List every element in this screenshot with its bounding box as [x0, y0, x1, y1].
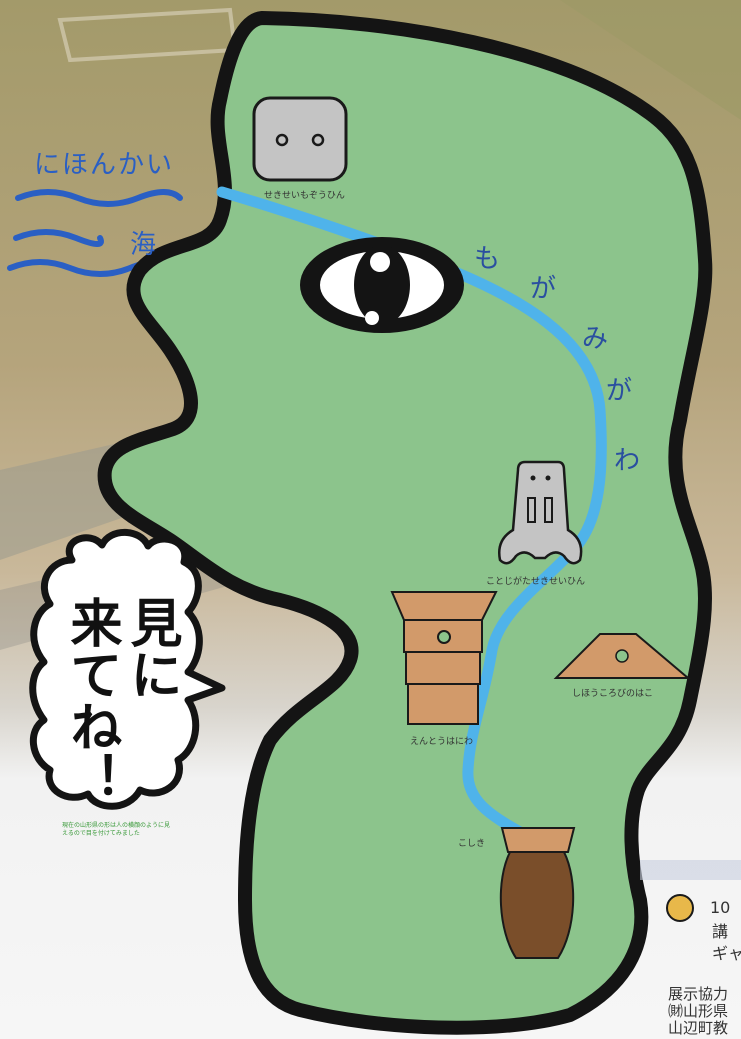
sea-kanji: 海 — [130, 230, 157, 260]
stone-box-artifact — [553, 633, 691, 679]
site-label-clay-figure: せきせいもぞうひん — [264, 191, 345, 201]
sea-label: にほんかい — [34, 150, 175, 180]
cooperation-org2: 山辺町教 — [668, 1019, 729, 1037]
corner-strip — [640, 860, 741, 880]
speech-bubble — [29, 528, 226, 810]
right-line3: ギャ — [712, 944, 741, 963]
site-label-koto-stone: ことじがたせきせいひん — [486, 577, 586, 587]
koshiki-pot-artifact — [499, 827, 576, 959]
koto-stone-artifact — [498, 460, 583, 565]
legend-dot-icon — [666, 894, 694, 922]
bubble-text-line2: 来てね！ — [61, 596, 121, 804]
field-corner — [560, 0, 741, 120]
river-char-4: が — [606, 376, 633, 406]
cooperation-org1: ㈶山形県 — [668, 1002, 729, 1020]
site-label-stone-box: しほうころびのはこ — [572, 689, 654, 699]
note-text: 現在の山形県の形は人の横顔のように見えるので目を付けてみました — [62, 822, 171, 837]
right-line2: 講 — [712, 922, 729, 941]
river-char-5: わ — [614, 446, 641, 476]
bubble-text-line1: 見に — [121, 596, 181, 700]
eye-icon — [300, 237, 464, 333]
cooperation-label: 展示協力 — [668, 985, 729, 1003]
river-char-1: も — [474, 244, 501, 274]
clay-figure-artifact — [252, 96, 348, 182]
cylindrical-haniwa-artifact — [390, 591, 498, 725]
river-char-3: み — [582, 324, 609, 354]
site-label-koshiki: こしき — [458, 839, 486, 849]
prefecture-face-shape — [97, 11, 713, 1035]
right-number: 10 — [710, 898, 731, 917]
site-label-haniwa: えんとうはにわ — [410, 737, 474, 747]
river-char-2: が — [530, 274, 557, 304]
